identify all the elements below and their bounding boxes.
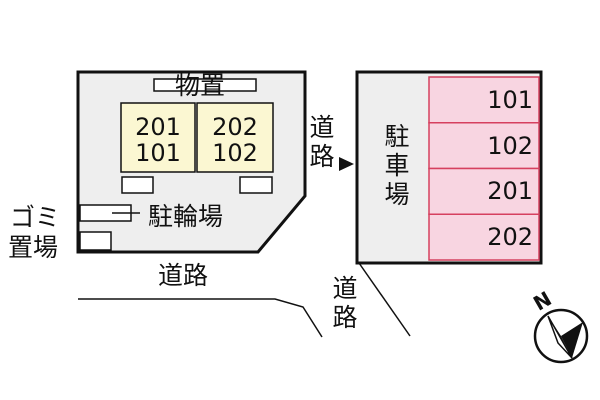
parking-space-number: 102 [487, 131, 533, 160]
compass-needle-tip [561, 322, 583, 358]
building-block-right [196, 102, 274, 173]
building-unit-left: 201 101 [121, 115, 195, 171]
unit-number-upper: 201 [135, 113, 181, 141]
entrance-step-right [239, 176, 273, 194]
building-unit-right: 202 102 [197, 115, 273, 171]
storage-label: 物置 [175, 71, 226, 100]
parking-space-number: 202 [487, 223, 533, 252]
entrance-arrow [339, 157, 354, 171]
unit-number-lower: 102 [212, 139, 258, 167]
storage-shed [153, 78, 257, 92]
garbage-label-line2: 置場 [8, 233, 59, 262]
compass-needle-light [547, 315, 573, 359]
road-label-bottom: 道路 [158, 261, 209, 290]
unit-number-upper: 202 [212, 113, 258, 141]
parking-space-number: 101 [487, 85, 533, 114]
building-block-left [120, 102, 196, 173]
entrance-step-left [121, 176, 154, 194]
parking-space-number: 201 [487, 177, 533, 206]
garbage-label-line1: ゴミ [10, 203, 61, 232]
road-line-diagonal [358, 262, 411, 337]
compass [533, 308, 589, 364]
road-label-diagonal: 道路 [332, 274, 358, 332]
parking-lot-label: 駐車場 [384, 122, 410, 209]
road-line-bottom [78, 298, 323, 338]
parking-space [428, 213, 540, 261]
unit-number-lower: 101 [135, 139, 181, 167]
parking-space-labels: 101 102 201 202 [429, 77, 539, 260]
parking-space [428, 76, 540, 124]
road-label-top: 道路 [309, 113, 335, 171]
garbage-area [79, 231, 112, 251]
bicycle-parking-label: 駐輪場 [148, 202, 224, 231]
parking-space [428, 122, 540, 170]
